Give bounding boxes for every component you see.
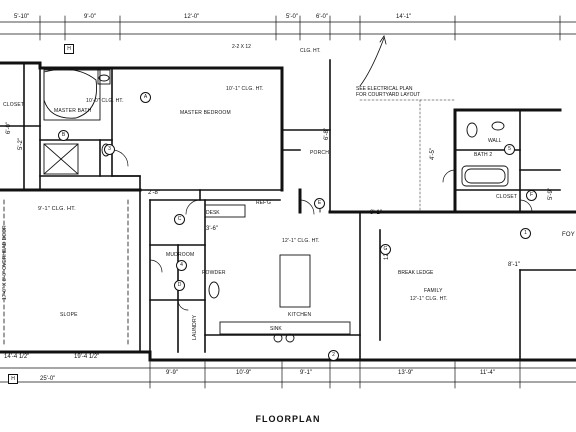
callout-tag: 2 <box>328 350 339 361</box>
refrigerator-note: REF'G <box>256 200 271 206</box>
callout-tag: A <box>140 92 151 103</box>
room-label-master-bath-ceiling: 10'-0" CLG. HT. <box>86 98 124 104</box>
dimension-top: 6'-0" <box>316 14 328 20</box>
bottom-dimension-lines <box>0 361 576 389</box>
electrical-plan-note: SEE ELECTRICAL PLAN FOR COURTYARD LAYOUT <box>356 86 421 98</box>
callout-tag: C <box>174 214 185 225</box>
section-tag: H <box>64 44 74 54</box>
room-label-garage-floor: SLOPE <box>60 312 78 318</box>
garage-door-note: 17'-0" X 8'-0" OVERHEAD DOOR <box>2 225 8 300</box>
breakfast-ledge-note: BREAK LEDGE <box>398 270 434 276</box>
dimension-bottom: 11'-4" <box>480 370 495 376</box>
room-label-powder: POWDER <box>202 270 226 276</box>
room-label-garage-ceiling: 9'-1" CLG. HT. <box>38 206 76 212</box>
dimension-misc: 2'-8" <box>148 190 160 196</box>
dimension-misc: 14'-4 1/2" <box>4 354 30 360</box>
room-label-family: FAMILY <box>424 288 443 294</box>
callout-tag: D <box>174 280 185 291</box>
dimension-misc: 5'-9" <box>548 188 554 200</box>
dimension-misc: 8'-1" <box>370 210 382 216</box>
electrical-note-arrow <box>359 35 387 87</box>
callout-tag: G <box>380 244 391 255</box>
callout-tag: E <box>314 198 325 209</box>
callout-tag: B <box>58 130 69 141</box>
room-label-kitchen: KITCHEN <box>288 312 312 318</box>
dimension-misc: 6'-0" <box>6 122 12 134</box>
room-label-foyer: FOY <box>562 232 575 238</box>
dimension-bottom: 9'-1" <box>300 370 312 376</box>
ceiling-note: CLG. HT. <box>300 48 321 54</box>
room-label-laundry: LAUNDRY <box>192 314 198 340</box>
room-label-closet-right: CLOSET <box>496 194 518 200</box>
dimension-bottom: 10'-9" <box>236 370 252 376</box>
dimension-misc: 4'-5" <box>430 148 436 160</box>
dimension-misc: 6'-8" <box>324 128 330 140</box>
dimension-misc: 3'-6" <box>206 226 218 232</box>
section-tag: H <box>8 374 18 384</box>
dimension-top: 14'-1" <box>396 14 412 20</box>
room-label-master-bath: MASTER BATH <box>54 108 92 114</box>
dimension-misc: 8'-1" <box>508 262 520 268</box>
top-dimension-lines <box>0 15 576 41</box>
dimension-top: 5'-10" <box>14 14 30 20</box>
dimension-bottom: 9'-9" <box>166 370 178 376</box>
callout-tag: 4 <box>176 260 187 271</box>
drawing-caption: FLOORPLAN <box>255 414 321 424</box>
room-label-mudroom: MUDROOM <box>166 252 195 258</box>
callout-tag: 3 <box>104 144 115 155</box>
desk-note: DESK <box>206 210 220 216</box>
room-label-porch: PORCH <box>310 150 330 156</box>
sink-note: SINK <box>270 326 282 332</box>
dimension-top: 5'-0" <box>286 14 298 20</box>
dimension-top: 9'-0" <box>84 14 96 20</box>
callout-tag: F <box>526 190 537 201</box>
dimension-bottom: 13'-9" <box>398 370 414 376</box>
room-label-master-bedroom-ceiling: 10'-1" CLG. HT. <box>226 86 264 92</box>
callout-tag: 1 <box>520 228 531 239</box>
dimension-top: 12'-0" <box>184 14 200 20</box>
callout-tag: 5 <box>504 144 515 155</box>
dimension-bottom: 25'-0" <box>40 376 56 382</box>
room-label-family-ceiling: 12'-1" CLG. HT. <box>410 296 448 302</box>
beam-note: 2-2 X 12 <box>232 44 251 50</box>
room-label-master-bedroom: MASTER BEDROOM <box>180 110 231 116</box>
dimension-misc: 5'-2" <box>18 138 24 150</box>
wall-note: WALL <box>488 138 502 144</box>
room-label-kitchen-ceiling: 12'-1" CLG. HT. <box>282 238 320 244</box>
room-label-closet-left: CLOSET <box>3 102 25 108</box>
room-label-bath-2: BATH 2 <box>474 152 493 158</box>
dimension-bottom: 19'-4 1/2" <box>74 354 100 360</box>
exterior-walls <box>0 61 576 362</box>
interior-walls <box>0 59 576 361</box>
